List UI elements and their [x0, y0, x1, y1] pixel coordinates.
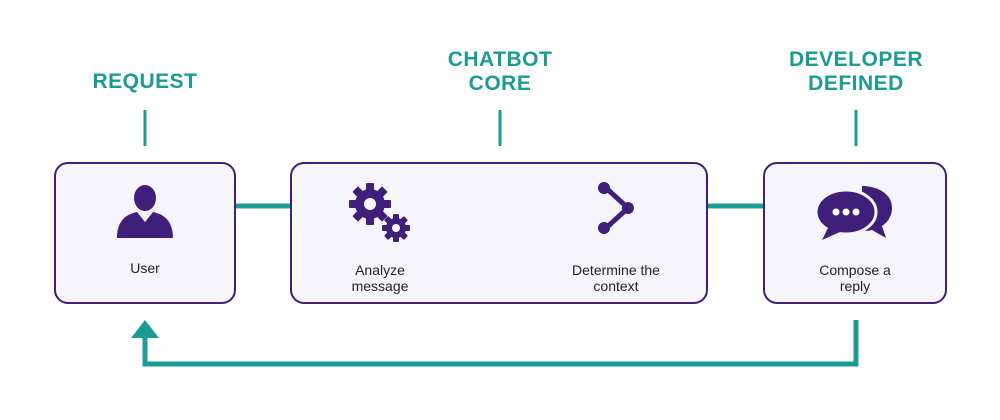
chat-bubbles-icon	[814, 186, 892, 240]
context-label: Determine the context	[546, 262, 686, 294]
compose-label-line2: reply	[839, 278, 871, 294]
header-chatbot-core: CHATBOT CORE	[420, 48, 580, 96]
context-label-line1: Determine the	[572, 262, 660, 278]
compose-label: Compose a reply	[785, 262, 925, 294]
header-developer-defined-line2: DEFINED	[808, 72, 904, 95]
share-icon	[598, 182, 634, 234]
analyze-label-line1: Analyze	[355, 262, 405, 278]
user-icon	[117, 185, 173, 238]
analyze-label-line2: message	[351, 278, 409, 294]
return-loop-line	[142, 320, 859, 367]
header-request: REQUEST	[92, 70, 198, 93]
header-developer-defined: DEVELOPER DEFINED	[766, 48, 946, 96]
analyze-label: Analyze message	[310, 262, 450, 294]
gears-icon	[349, 183, 410, 242]
header-developer-defined-line1: DEVELOPER	[788, 48, 924, 71]
user-label: User	[130, 260, 160, 276]
return-loop-head	[131, 320, 159, 338]
compose-label-line1: Compose a	[819, 262, 891, 278]
header-chatbot-core-line2: CORE	[468, 72, 532, 95]
header-chatbot-core-line1: CHATBOT	[447, 48, 553, 71]
context-label-line2: context	[593, 278, 639, 294]
chatbot-core-box	[290, 162, 708, 304]
